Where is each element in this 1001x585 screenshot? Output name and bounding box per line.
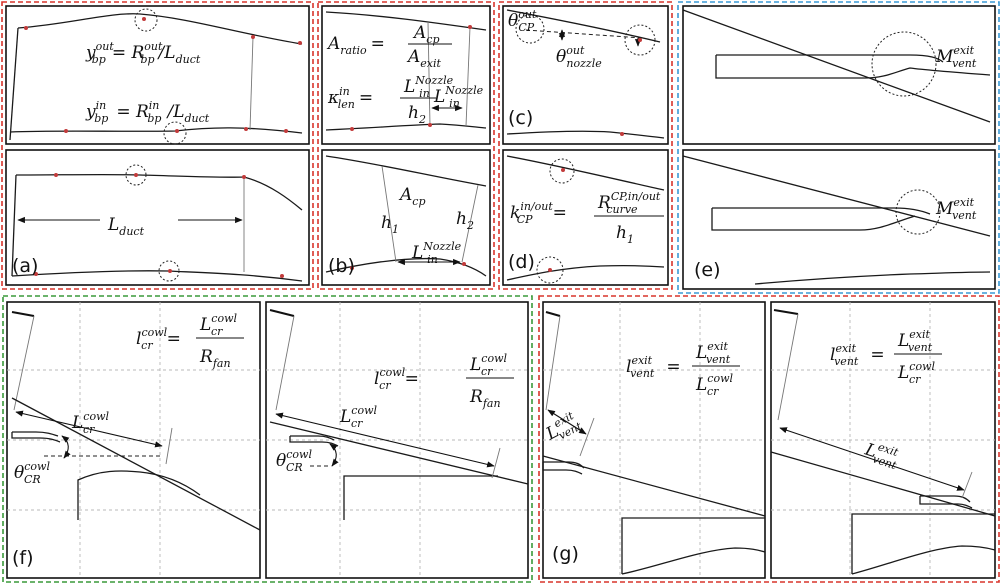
- panel-f-left: [6, 301, 261, 579]
- frame-f: [2, 295, 533, 583]
- frame-cd: [498, 1, 673, 290]
- eq-l-cr-den-left: Rfan: [199, 347, 231, 370]
- label-l-duct: Lduct: [107, 215, 145, 238]
- frame-a: [1, 1, 314, 290]
- label-h1: h1: [381, 213, 399, 236]
- panel-label-f: (f): [12, 547, 34, 569]
- panel-d: [502, 149, 669, 286]
- eq-a-ratio-den: Aexit: [406, 47, 442, 70]
- panel-label-c: (c): [508, 107, 533, 129]
- panel-e-top: [682, 5, 996, 145]
- panel-label-b: (b): [328, 255, 355, 277]
- frame-g: [538, 295, 1000, 583]
- panel-g-right: [770, 301, 996, 579]
- label-a-cp: Acp: [398, 185, 425, 208]
- panel-b-top: [321, 5, 491, 145]
- panel-f-right: [265, 301, 529, 579]
- eq-a-ratio: Aratio=: [326, 34, 385, 57]
- frame-e: [677, 1, 1000, 294]
- frame-b: [317, 1, 495, 290]
- panel-label-a: (a): [12, 255, 38, 277]
- panel-label-e: (e): [694, 259, 721, 281]
- panel-label-g: (g): [552, 543, 579, 565]
- eq-kappa-den: h2: [408, 103, 426, 126]
- eq-l-cr-den-right: Rfan: [469, 387, 501, 410]
- eq-k-cp-den: h1: [616, 223, 634, 246]
- panel-a-bottom: [5, 149, 310, 286]
- label-h2: h2: [456, 209, 474, 232]
- panel-a-top: [5, 5, 310, 145]
- panel-b-bottom: [321, 149, 491, 286]
- eq-a-ratio-num: Acp: [412, 23, 439, 46]
- panel-label-d: (d): [508, 251, 535, 273]
- panel-g-left: [542, 301, 766, 579]
- panel-e-bottom: [682, 149, 996, 290]
- panel-c: [502, 5, 669, 145]
